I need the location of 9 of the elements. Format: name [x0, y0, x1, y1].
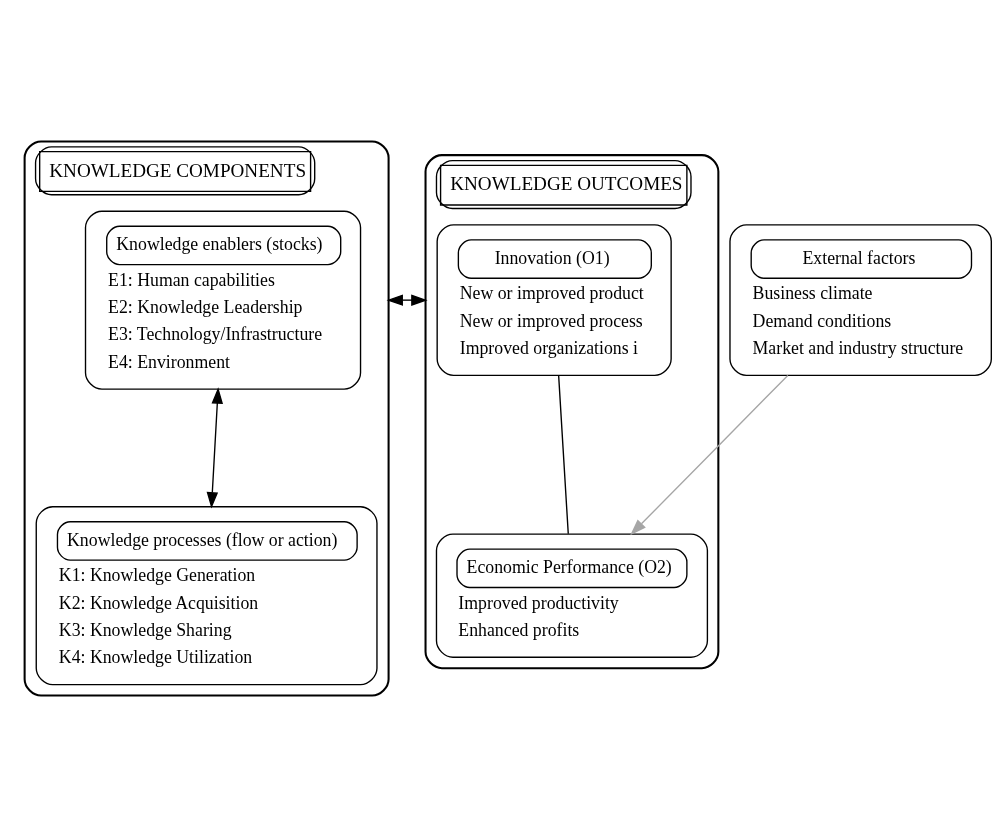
node-box: Knowledge processes (flow or action) K1: Knowledge Generation K2: Knowledge Acquisition K3: Knowledge Sharing K4: Knowledge Utilization [35, 505, 378, 685]
node-box: Economic Performance (O2) Improved productivity Enhanced profits [435, 532, 709, 658]
node-box: Innovation (O1) New or improved product New or improved process Improved organizations i [436, 223, 672, 376]
arrow [206, 386, 224, 509]
node-box: External factors Business climate Demand conditions Market and industry structure [729, 223, 992, 376]
arrow [386, 293, 428, 306]
arrow [630, 374, 789, 535]
node-box: Knowledge enablers (stocks) E1: Human capabilities E2: Knowledge Leadership E3: Technology/Infrastructure E4: Environment [84, 210, 362, 390]
connector [557, 374, 569, 534]
